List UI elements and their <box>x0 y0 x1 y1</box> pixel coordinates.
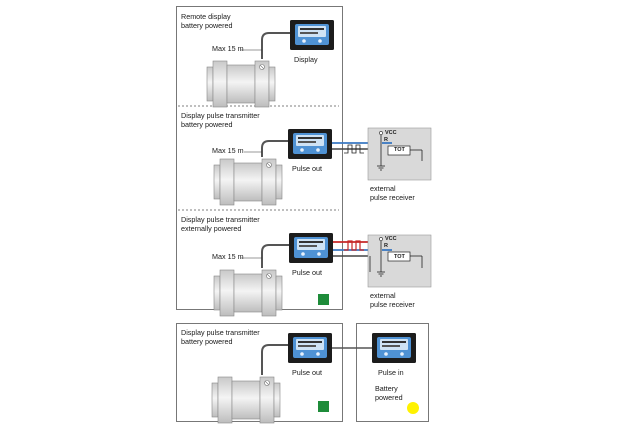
device-label: Display <box>294 55 318 64</box>
cable-length-label: Max 15 m <box>212 252 244 261</box>
cable <box>261 140 288 157</box>
cable <box>261 344 288 375</box>
cable-length-label: Max 15 m <box>212 146 244 155</box>
device-label: Pulse out <box>292 268 322 277</box>
yellow-dot-marker <box>407 402 419 414</box>
pulse-transmitter-device <box>288 333 332 363</box>
flow-meter <box>211 376 281 424</box>
pulse-waveform-icon <box>344 144 364 154</box>
device-label: Pulse out <box>292 164 322 173</box>
pulse-in-label: Pulse in <box>378 368 404 377</box>
tot-label: TOT <box>394 147 405 153</box>
receiver-label: external pulse receiver <box>370 184 415 202</box>
cable-length-label: Max 15 m <box>212 44 244 53</box>
section-title: Display pulse transmitter battery powere… <box>181 111 260 129</box>
section-title: Remote display battery powered <box>181 12 233 30</box>
flow-meter <box>213 269 283 317</box>
section-title: Display pulse transmitter battery powere… <box>181 328 260 346</box>
device-label: Pulse out <box>292 368 322 377</box>
green-square-marker <box>318 294 329 305</box>
vcc-label: VCC <box>385 130 397 136</box>
flow-meter <box>213 158 283 206</box>
tot-counter-box <box>387 145 411 156</box>
section-title: Display pulse transmitter externally pow… <box>181 215 260 233</box>
tot-label: TOT <box>394 254 405 260</box>
flow-meter <box>206 60 276 108</box>
resistor-label: R <box>384 243 388 249</box>
power-source-label: Battery powered <box>375 384 403 402</box>
vcc-label: VCC <box>385 236 397 242</box>
pulse-in-device <box>372 333 416 363</box>
cable <box>261 244 289 268</box>
green-square-marker <box>318 401 329 412</box>
display-device <box>290 20 334 50</box>
tot-counter-box <box>387 251 411 262</box>
pulse-transmitter-device <box>289 233 333 263</box>
resistor-label: R <box>384 137 388 143</box>
pulse-transmitter-device <box>288 129 332 159</box>
pulse-waveform-icon <box>344 240 364 251</box>
receiver-label: external pulse receiver <box>370 291 415 309</box>
cable <box>261 32 290 59</box>
